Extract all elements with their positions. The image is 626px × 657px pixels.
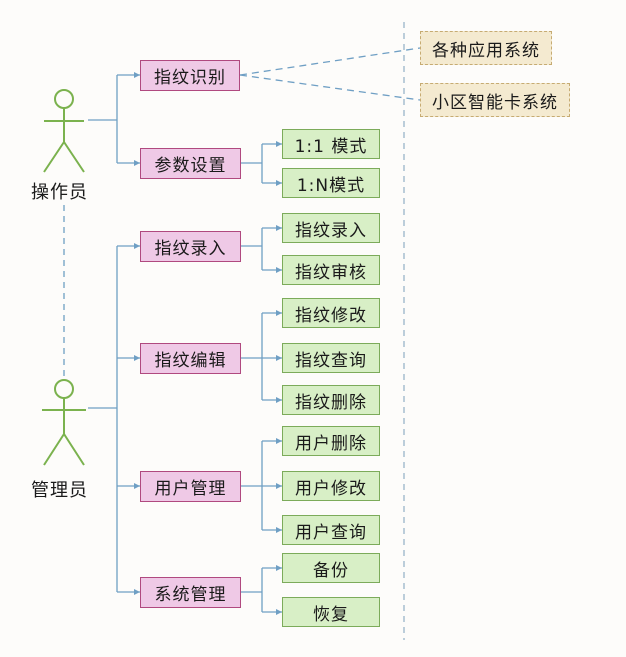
external-system-community-card: 小区智能卡系统	[420, 83, 570, 117]
subfunction-fingerprint-delete: 指纹删除	[282, 385, 380, 415]
function-fingerprint-recognition: 指纹识别	[140, 60, 240, 91]
function-fingerprint-edit: 指纹编辑	[140, 343, 241, 374]
subfunction-user-modify: 用户修改	[282, 471, 380, 501]
subfunction-backup: 备份	[282, 553, 380, 583]
subfunction-fingerprint-entry: 指纹录入	[282, 213, 380, 243]
subfunction-fingerprint-review: 指纹审核	[282, 255, 380, 285]
subfunction-restore: 恢复	[282, 597, 380, 627]
admin-actor-icon	[42, 379, 86, 466]
function-fingerprint-entry: 指纹录入	[140, 231, 241, 262]
subfunction-fingerprint-modify: 指纹修改	[282, 298, 380, 328]
operator-actor-icon	[43, 89, 85, 173]
subfunction-user-query: 用户查询	[282, 515, 380, 545]
subfunction-one-to-one-mode: 1:1 模式	[282, 129, 380, 159]
external-system-app-systems: 各种应用系统	[420, 31, 552, 65]
function-parameter-settings: 参数设置	[140, 148, 241, 179]
function-user-management: 用户管理	[140, 471, 241, 502]
function-system-management: 系统管理	[140, 577, 241, 608]
subfunction-user-delete: 用户删除	[282, 426, 380, 456]
subfunction-one-to-n-mode: 1:N模式	[282, 168, 380, 198]
subfunction-fingerprint-query: 指纹查询	[282, 343, 380, 373]
admin-label: 管理员	[31, 480, 88, 501]
operator-label: 操作员	[31, 182, 88, 203]
